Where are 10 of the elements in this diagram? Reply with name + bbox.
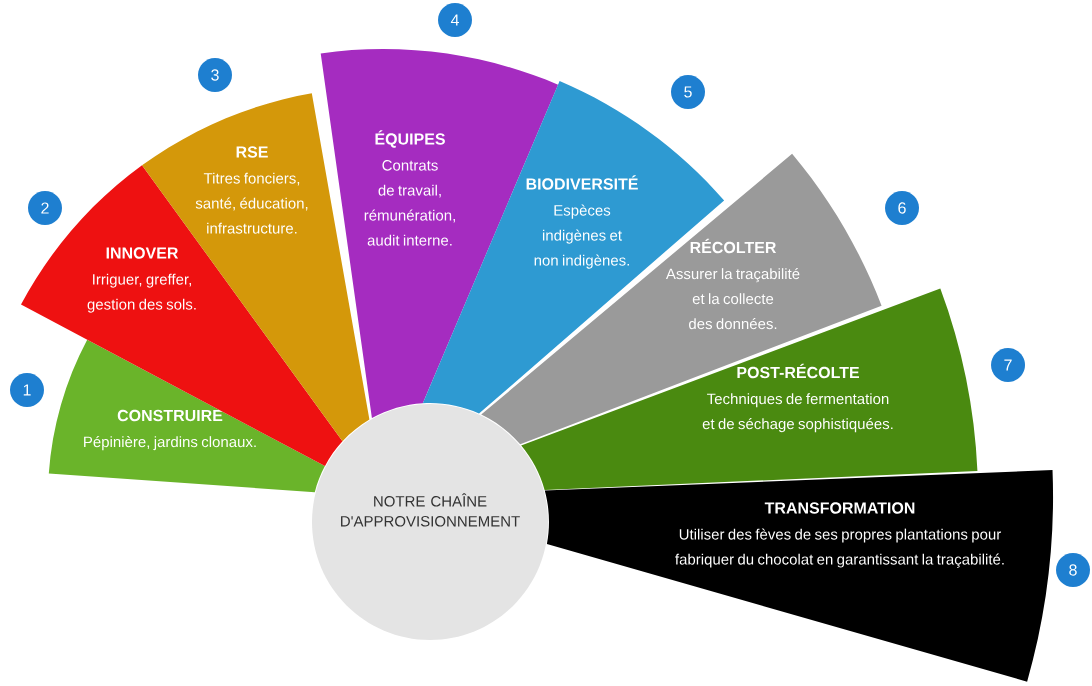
number-badge: 2 (28, 191, 62, 225)
number-badge: 5 (671, 75, 705, 109)
number-badge: 1 (10, 373, 44, 407)
wedge: TRANSFORMATION Utiliser des fèves de ses propres plantations pour fabriquer du chocolat en garantissant la traçabilité. (544, 470, 1053, 682)
number-badge: 3 (198, 58, 232, 92)
number-badge: 7 (991, 348, 1025, 382)
number-badge: 4 (438, 3, 472, 37)
number-badge: 8 (1056, 553, 1090, 587)
wedge: CONSTRUIRE Pépinière, jardins clonaux. (48, 339, 325, 493)
number-badge: 6 (885, 191, 919, 225)
